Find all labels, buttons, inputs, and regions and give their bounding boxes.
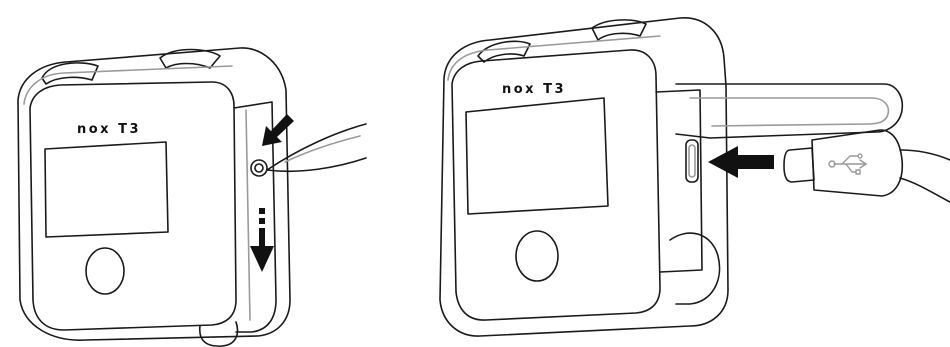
usb-plug-tip <box>783 147 815 183</box>
right-top-button-2 <box>591 19 647 41</box>
arrow-left-icon <box>708 146 774 178</box>
right-device-bevel <box>447 35 661 81</box>
usb-cable <box>783 129 950 203</box>
right-device: nox T3 <box>439 17 950 337</box>
right-device-face <box>451 49 661 321</box>
right-side-port-panel <box>655 89 703 273</box>
left-side-cover-edge <box>245 109 251 321</box>
usb-port-inner <box>688 144 696 178</box>
stylus-pen <box>266 123 367 173</box>
left-device: nox T3 <box>17 47 367 347</box>
arrow-down-left-icon <box>262 114 294 146</box>
right-device-screen <box>465 97 609 215</box>
left-device-screen <box>44 141 169 238</box>
left-side-cover <box>233 101 277 333</box>
right-opened-cover <box>675 83 904 139</box>
left-brand-label: nox T3 <box>77 122 141 137</box>
right-brand-label: nox T3 <box>502 82 566 97</box>
right-top-button-1 <box>477 40 531 63</box>
reset-hole-inner <box>254 163 264 173</box>
left-device-face <box>29 81 237 331</box>
stylus-pen-highlight <box>284 135 361 163</box>
reset-hole <box>250 159 268 177</box>
right-opened-cover-inner <box>689 97 890 127</box>
left-top-button-2 <box>159 48 221 69</box>
usb-plug-body <box>811 129 904 197</box>
dashed-arrow-down-icon <box>250 208 274 272</box>
right-device-body <box>439 17 729 337</box>
left-device-body <box>17 47 291 341</box>
left-top-button-1 <box>41 62 99 85</box>
right-device-button <box>515 230 559 282</box>
usb-cable-wire <box>899 149 950 203</box>
left-device-bevel <box>23 65 233 105</box>
usb-icon <box>828 153 867 175</box>
right-bottom-hinge <box>669 232 721 305</box>
usb-port <box>685 139 699 183</box>
left-bottom-hinge <box>198 321 239 347</box>
left-device-button <box>85 247 125 295</box>
